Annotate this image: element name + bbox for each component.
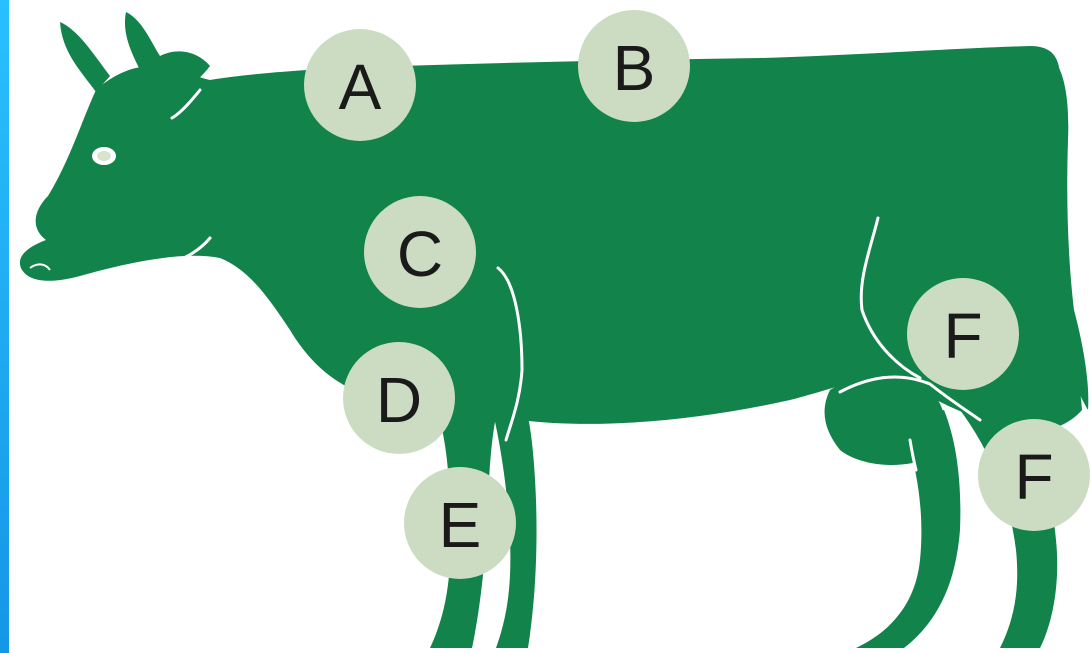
marker-f-lower: F xyxy=(978,419,1090,531)
marker-label: F xyxy=(1014,445,1053,509)
marker-c: C xyxy=(364,196,476,308)
marker-label: B xyxy=(613,36,656,100)
marker-e: E xyxy=(404,467,516,579)
marker-label: E xyxy=(439,493,482,557)
marker-d: D xyxy=(343,342,455,454)
marker-label: A xyxy=(339,55,382,119)
marker-label: C xyxy=(397,222,443,286)
marker-label: D xyxy=(376,368,422,432)
marker-b: B xyxy=(578,10,690,122)
marker-a: A xyxy=(304,29,416,141)
marker-label: F xyxy=(943,304,982,368)
marker-f-upper: F xyxy=(907,278,1019,390)
